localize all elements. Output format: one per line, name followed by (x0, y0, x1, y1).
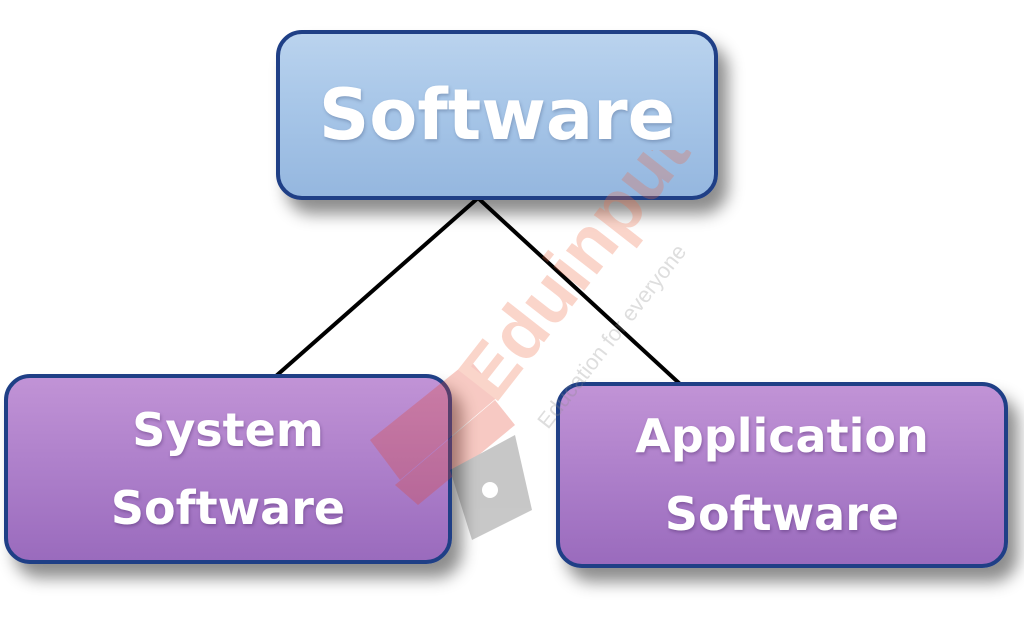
software-node: Software (276, 30, 718, 200)
application-software-line-2: Software (664, 487, 900, 541)
connector-root-to-application (476, 196, 682, 386)
system-software-node: System Software (4, 374, 452, 564)
system-software-line-1: System (132, 403, 324, 457)
system-software-line-2: Software (110, 481, 346, 535)
connector-root-to-system (274, 196, 480, 378)
application-software-node: Application Software (556, 382, 1008, 568)
software-node-label: Software (318, 74, 676, 156)
application-software-line-1: Application (635, 409, 929, 463)
